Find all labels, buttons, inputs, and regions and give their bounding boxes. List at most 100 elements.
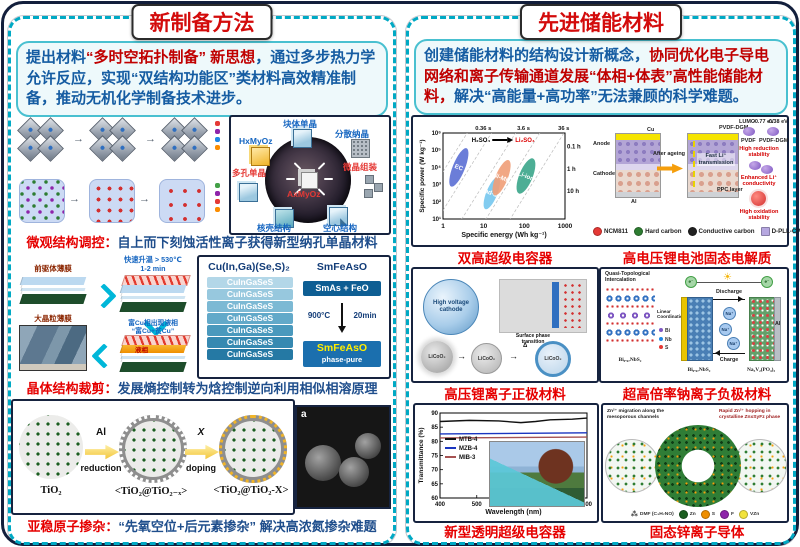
linear-coordination-label: Linear Coordination	[657, 309, 686, 320]
amorphous-zoom-circle	[605, 439, 659, 493]
svg-text:H₂SO₄: H₂SO₄	[472, 138, 491, 144]
crystal-cluster	[87, 117, 141, 162]
center-cube-icon	[301, 172, 318, 189]
quasi-topological-title: Quasi-Topological Intercalation	[605, 271, 650, 283]
bi-nbs2-electrode	[687, 297, 713, 361]
label-bulk-crystal: 块体单晶	[283, 119, 318, 129]
cigs-row: CuInGaSeS	[207, 277, 293, 288]
arrow-left-icon	[91, 343, 117, 369]
lattice-structure	[605, 287, 655, 353]
arrow-right-icon: →	[457, 351, 466, 361]
reduction-arrow-icon	[85, 444, 119, 460]
svg-text:10³: 10³	[432, 182, 441, 189]
arrow2-top-label: X	[197, 427, 205, 438]
legend-item: Hard carbon	[634, 227, 682, 236]
left-caption-1: 微观结构调控：自上而下刻蚀活性离子获得新型纳孔单晶材料	[11, 232, 393, 251]
label-hmo-formula: HxMyOz	[239, 136, 273, 146]
discharge-label: Discharge	[715, 289, 743, 295]
product-purity: phase-pure	[321, 355, 363, 364]
cathode-formula: Na₃V₂(PO₄)₃	[746, 367, 776, 373]
porous-cube-icon	[239, 183, 258, 202]
right-intro-highlight: 协同优化电子导电网络和离子传输通道发展“体相+体表”高性能储能材料，	[424, 47, 770, 106]
lattice-panel-etched	[89, 179, 135, 223]
arrow1-bottom-label: reduction	[80, 463, 122, 473]
svg-text:10²: 10²	[432, 199, 441, 206]
left-caption-3: 亚稳原子掺杂：“先氧空位+后元素掺杂” 解决高浓氮掺杂难题	[11, 516, 393, 535]
nvp-electrode	[749, 297, 775, 361]
svg-text:MIB-3: MIB-3	[459, 455, 476, 461]
lattice-panel-mixed	[19, 179, 65, 223]
svg-text:EC: EC	[453, 163, 464, 173]
pvdf-dgm-tag: PVDF-DGM	[719, 125, 749, 131]
cathode-figure: High voltage cathode LiCoO₂ → LiCoO₂ Sur…	[411, 267, 599, 383]
electron-icon: e⁻	[685, 276, 697, 288]
liquid-phase-film-image	[119, 345, 187, 372]
caption-solid-electrolyte: 高电压锂电池固态电解质	[622, 251, 772, 266]
battery-schematic: Anode Cathode Cu Al After ageing Fast Li…	[593, 119, 800, 239]
arrow2-bottom-label: doping	[186, 463, 216, 473]
svg-text:3.6 s: 3.6 s	[517, 126, 530, 132]
polymer-blob-icon	[749, 161, 761, 170]
pvdf-dgm-label: PVDF-DGM	[759, 138, 789, 144]
lattice-panel-porous	[159, 179, 205, 223]
al-label: Al	[775, 321, 781, 327]
left-canvas: → → → →	[11, 19, 393, 542]
svg-text:10⁴: 10⁴	[431, 165, 441, 171]
ion-color-legend	[215, 183, 220, 212]
caption-head: 亚稳原子掺杂：	[27, 519, 119, 534]
svg-text:10¹: 10¹	[432, 216, 441, 223]
svg-text:Specific power (W kg⁻¹): Specific power (W kg⁻¹)	[419, 139, 426, 212]
svg-text:500: 500	[472, 502, 483, 508]
cigs-row: CuInGaSeS	[207, 337, 293, 348]
svg-text:100: 100	[519, 223, 530, 230]
label-precursor-film: 前驱体薄膜	[34, 264, 72, 273]
svg-text:MZB-4: MZB-4	[459, 446, 478, 452]
cigs-row: CuInGaSeS	[207, 289, 293, 300]
crystal-cluster	[15, 117, 69, 162]
na-ion: Na⁺	[727, 337, 740, 350]
caption-body: 自上而下刻蚀活性离子获得新型纳孔单晶材料	[117, 235, 378, 250]
lattice-formula: Bi₀.₆₇NbS₂	[618, 357, 642, 363]
nano-dispersed-icon	[351, 139, 370, 158]
left-caption-2: 晶体结构裁剪：发展熵控制转为焓控制逆向利用相似相溶原理	[11, 378, 393, 397]
reaction-temp: 900°C	[307, 311, 331, 320]
label-tio2-shell: <TiO₂@TiO₂₋ₓ>	[114, 486, 188, 497]
svg-text:10⁶: 10⁶	[432, 131, 442, 137]
battery-cell-aged	[687, 133, 739, 198]
lattice-legend: Bi Nb S	[659, 327, 672, 353]
caption-body: “先氧空位+后元素掺杂” 解决高浓氮掺杂难题	[118, 519, 377, 534]
legend-item: VZn	[739, 510, 759, 519]
zn-migration-note: Zn²⁺ migration along the mesoporous chan…	[607, 409, 664, 420]
product-box: SmFeAsO phase-pure	[303, 341, 381, 367]
electrolyte-interface-panel	[499, 279, 587, 333]
table-title-cigs: Cu(In,Ga)(Se,S)₂	[208, 261, 290, 273]
svg-text:1 h: 1 h	[567, 167, 576, 173]
caption-na-anode: 超高倍率钠离子负极材料	[622, 387, 772, 402]
atom-color-legend	[215, 121, 220, 150]
lumo-label: LUMO	[739, 119, 756, 125]
al-collector	[774, 297, 781, 361]
after-ageing-label: After ageing	[652, 151, 686, 157]
legend-item: Conductive carbon	[687, 227, 755, 236]
svg-text:800: 800	[582, 502, 592, 508]
annealed-film-image	[119, 285, 187, 312]
left-intro-post: ，通过多步热力学允许反应，实现“双结构功能区”类材料高效精准制备，推动无机化学制…	[26, 49, 376, 108]
label-center-formula: AxMyOz	[287, 189, 321, 199]
hollow-cube-icon	[329, 207, 348, 227]
svg-text:MTB-4: MTB-4	[459, 437, 478, 443]
film-annealing-figure: 前驱体薄膜 快速升温 > 530℃ 1-2 min 富Cu相出现液相 “富Cu+…	[11, 255, 195, 375]
step-arrow-icon: →	[69, 193, 80, 205]
zn-hopping-note: Rapid Zn²⁺ hopping in crystalline ZnxSyF…	[719, 409, 781, 420]
cigs-row: CuInGaSeS	[207, 313, 293, 324]
licoo2-particle: LiCoO₂	[471, 343, 502, 374]
label-microcrystal-assembly: 微晶组装	[343, 162, 378, 172]
arrow1-top-label: Al	[96, 427, 106, 438]
caption-solid-zn-conductor: 固态锌离子导体	[649, 525, 745, 540]
anode-formula: Bi₀.₆₇NbS₂	[687, 367, 711, 373]
tio2-particle-image	[19, 415, 83, 479]
na-cell-schematic: e⁻ ☀ e⁻ Discharge Na⁺ Na⁺ Na⁺ Al Charge …	[679, 271, 785, 379]
